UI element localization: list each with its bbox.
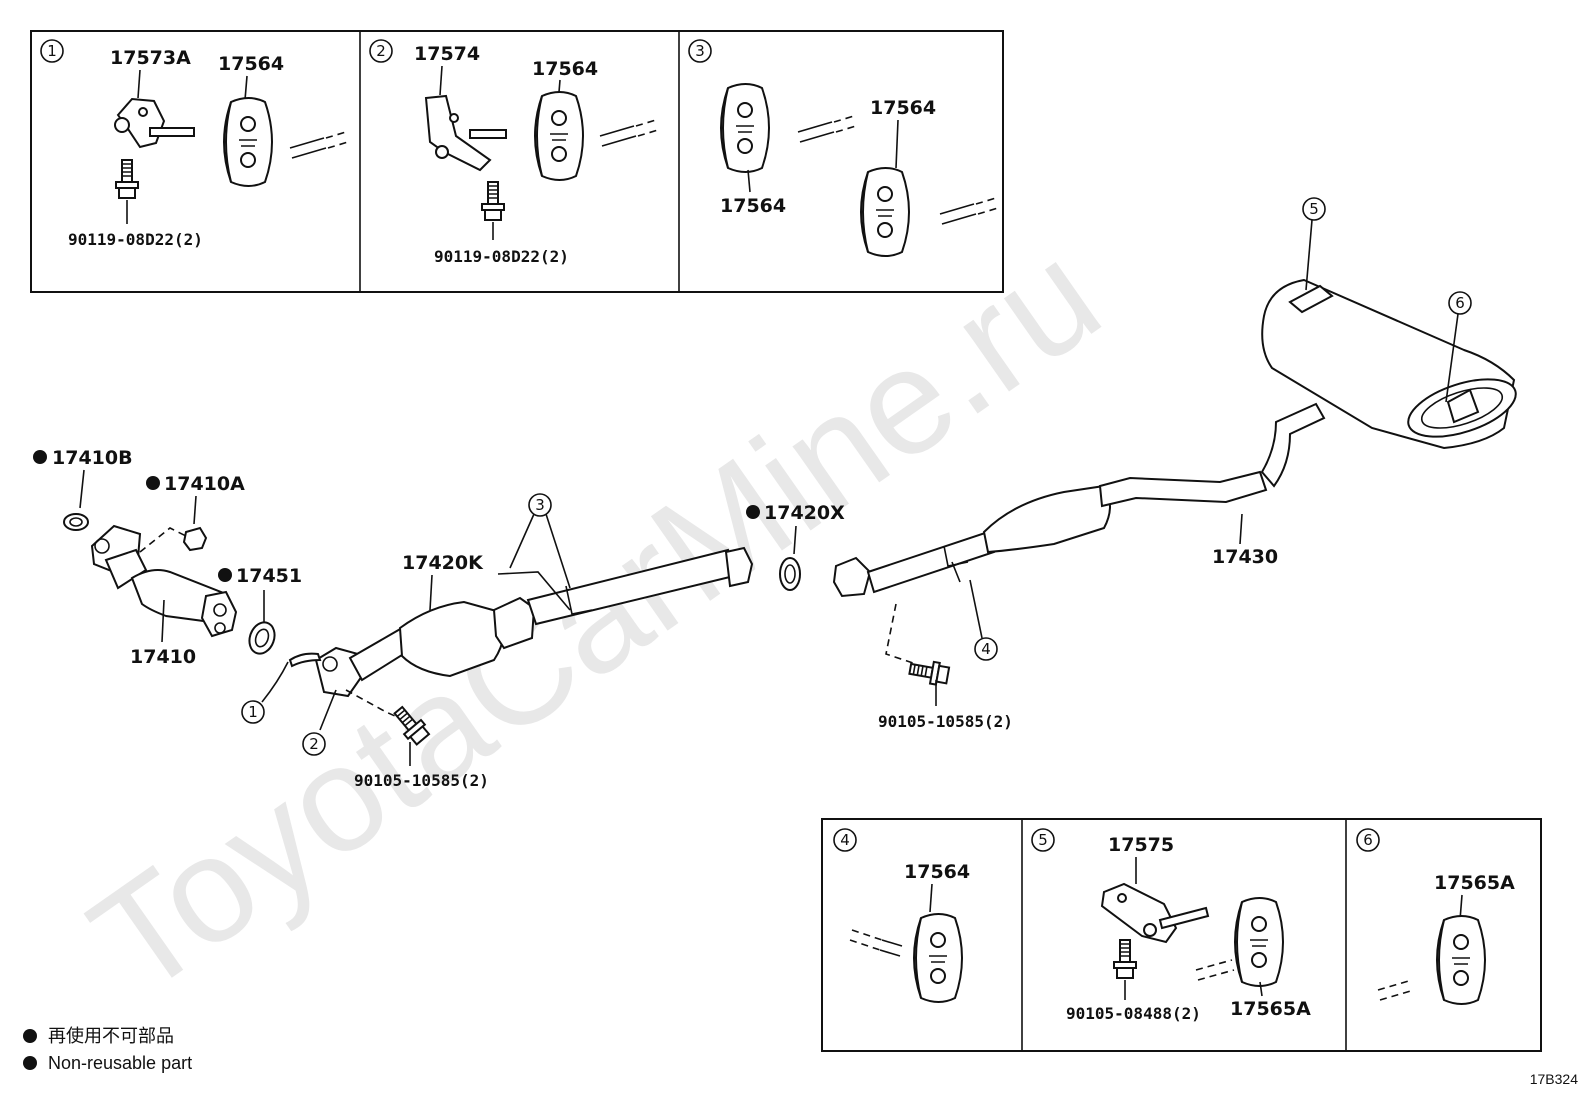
inset-3-hanger-a-label: 17564 <box>720 195 786 217</box>
center-pipe-17420k-icon <box>288 546 754 698</box>
bolt-icon <box>115 159 139 199</box>
center-pipe-group: 17420K 1 2 3 90105-10585(2) <box>241 493 754 790</box>
inset-2-number: 2 <box>376 42 386 60</box>
non-reusable-marker-icon <box>146 476 160 490</box>
label-bolt-left: 90105-10585(2) <box>354 771 489 790</box>
hanger-17565a-icon <box>1436 915 1486 1005</box>
inset-1-number: 1 <box>47 42 57 60</box>
inset-5: 5 17575 90105-08488(2) 17565A <box>1031 828 1311 1023</box>
label-17410: 17410 <box>130 646 196 668</box>
bracket-17573a-icon <box>114 97 195 149</box>
bolt-icon <box>1113 939 1137 979</box>
inset-1-hanger-label: 17564 <box>218 53 284 75</box>
legend-jp: 再使用不可部品 <box>48 1026 174 1046</box>
legend: 再使用不可部品 Non-reusable part <box>23 1026 192 1073</box>
hanger-17564-icon <box>913 913 963 1003</box>
hanger-pin-icon <box>599 119 659 147</box>
non-reusable-marker-icon <box>746 505 760 519</box>
callout-3: 3 <box>535 496 545 514</box>
inset-2-hanger-label: 17564 <box>532 58 598 80</box>
inset-2-bracket-label: 17574 <box>414 43 480 65</box>
legend-en: Non-reusable part <box>48 1053 192 1073</box>
inset-panel-top <box>30 30 1004 293</box>
nut-17410a-icon <box>182 526 208 552</box>
diagram-code: 17B324 <box>1530 1071 1578 1087</box>
label-17410a: 17410A <box>164 473 245 495</box>
callout-6: 6 <box>1455 294 1465 312</box>
front-pipe-group: 17410B 17410A 17410 17451 <box>33 447 302 668</box>
inset-6-hanger-label: 17565A <box>1434 872 1515 894</box>
non-reusable-marker-icon <box>218 568 232 582</box>
bracket-17574-icon <box>424 94 507 172</box>
tail-pipe-17430-icon <box>832 402 1326 598</box>
label-17420x: 17420X <box>764 502 845 524</box>
hanger-pin-icon <box>797 115 857 143</box>
label-17410b: 17410B <box>52 447 133 469</box>
hanger-pin-icon <box>939 197 999 225</box>
label-bolt-right: 90105-10585(2) <box>878 712 1013 731</box>
callout-2: 2 <box>309 735 319 753</box>
inset-5-hanger-label: 17565A <box>1230 998 1311 1020</box>
gasket-17420x-group: 17420X <box>746 502 845 591</box>
bracket-17575-icon <box>1100 882 1210 944</box>
non-reusable-marker-icon <box>23 1029 37 1043</box>
hanger-17564-icon <box>860 167 910 257</box>
front-pipe-17410-icon <box>90 524 238 638</box>
inset-4-hanger-label: 17564 <box>904 861 970 883</box>
inset-1-bolt-label: 90119-08D22(2) <box>68 230 203 249</box>
hanger-pin-icon <box>289 131 349 159</box>
inset-1: 1 17573A 17564 90119-08D22(2) <box>40 39 349 249</box>
inset-6-number: 6 <box>1363 831 1373 849</box>
callout-1: 1 <box>248 703 258 721</box>
inset-4-number: 4 <box>840 831 850 849</box>
gasket-17420x-icon <box>779 557 801 591</box>
bolt-icon <box>481 181 505 221</box>
inset-2: 2 17574 17564 90119-08D22(2) <box>369 39 659 266</box>
callout-5: 5 <box>1309 200 1319 218</box>
inset-5-bracket-label: 17575 <box>1108 834 1174 856</box>
inset-1-bracket-label: 17573A <box>110 47 191 69</box>
bolt-icon <box>907 657 951 688</box>
hanger-17564-icon <box>534 91 584 181</box>
gasket-17451-icon <box>248 621 276 655</box>
hanger-17565a-icon <box>1234 897 1284 987</box>
inset-panel-bottom <box>821 818 1542 1052</box>
inset-3-number: 3 <box>695 42 705 60</box>
non-reusable-marker-icon <box>33 450 47 464</box>
callout-4: 4 <box>981 640 991 658</box>
label-17451: 17451 <box>236 565 302 587</box>
hanger-17564-icon <box>720 83 770 173</box>
inset-4: 4 17564 <box>833 828 970 1003</box>
inset-2-bolt-label: 90119-08D22(2) <box>434 247 569 266</box>
label-17420k: 17420K <box>402 552 484 574</box>
gasket-17410b-icon <box>63 513 89 531</box>
inset-5-bolt-label: 90105-08488(2) <box>1066 1004 1201 1023</box>
inset-5-number: 5 <box>1038 831 1048 849</box>
hanger-17564-icon <box>223 97 273 187</box>
muffler-icon <box>1261 278 1517 450</box>
inset-3: 3 17564 17564 <box>688 39 999 257</box>
tail-pipe-group: 17430 5 6 4 90105-10585(2) <box>832 197 1517 731</box>
inset-6: 6 17565A <box>1356 828 1515 1005</box>
label-17430: 17430 <box>1212 546 1278 568</box>
non-reusable-marker-icon <box>23 1056 37 1070</box>
inset-3-hanger-b-label: 17564 <box>870 97 936 119</box>
